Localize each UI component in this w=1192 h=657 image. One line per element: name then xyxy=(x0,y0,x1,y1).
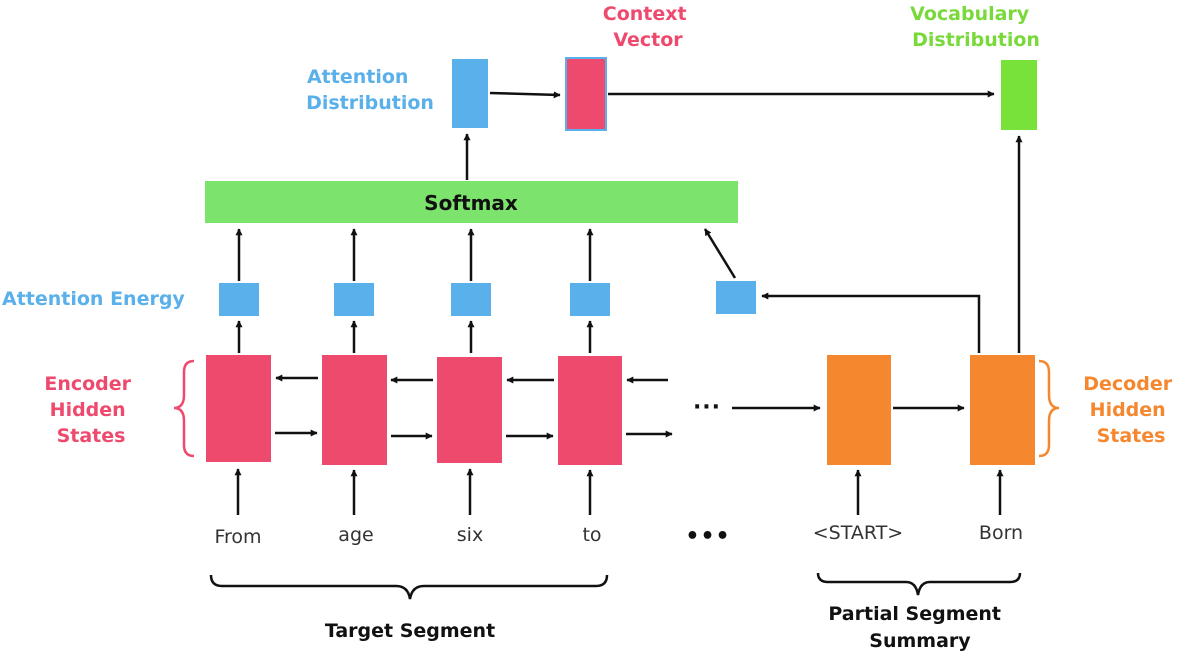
vocabulary-distribution-label: Vocabulary Distribution xyxy=(910,3,1040,51)
attention-energy-box-4 xyxy=(570,283,610,316)
middle-ellipsis: ··· xyxy=(693,395,721,420)
decoder-state-2 xyxy=(970,355,1035,465)
token-age: age xyxy=(338,524,373,546)
attention-energy-box-2 xyxy=(334,283,374,316)
attention-energy-box-1 xyxy=(219,283,259,316)
arrow-attention-to-context xyxy=(489,91,561,99)
token-to: to xyxy=(582,524,601,546)
encoder-state-4 xyxy=(558,356,622,465)
arrow-decoder-to-energy xyxy=(761,292,981,353)
softmax-bar xyxy=(205,181,738,223)
token-ellipsis: ••• xyxy=(685,524,730,549)
context-vector-box xyxy=(565,57,607,131)
encoder-state-1 xyxy=(206,355,271,462)
encoder-state-3 xyxy=(437,357,502,463)
encoder-brace xyxy=(173,359,195,458)
token-start: <START> xyxy=(813,522,903,544)
decoder-hidden-states-label: Decoder Hidden States xyxy=(1083,373,1178,447)
token-born: Born xyxy=(979,522,1023,544)
vocabulary-distribution-box xyxy=(1001,60,1037,130)
partial-segment-summary-label: Partial Segment Summary xyxy=(828,603,1007,652)
attention-distribution-label: Attention Distribution xyxy=(306,66,434,114)
softmax-label: Softmax xyxy=(424,191,518,215)
attention-energy-box-3 xyxy=(451,283,491,316)
token-six: six xyxy=(457,524,483,546)
encoder-state-2 xyxy=(322,355,387,465)
attention-distribution-box xyxy=(452,59,488,128)
partial-summary-brace xyxy=(816,572,1022,596)
attention-energy-box-decoder xyxy=(716,281,756,314)
target-segment-label: Target Segment xyxy=(325,620,495,642)
target-segment-brace xyxy=(209,574,609,600)
context-vector-label: Context Vector xyxy=(603,3,693,51)
arrow-energy-decoder-to-softmax xyxy=(703,228,737,279)
decoder-brace xyxy=(1038,359,1060,458)
encoder-hidden-states-label: Encoder Hidden States xyxy=(44,373,137,447)
attention-energy-label: Attention Energy xyxy=(2,288,185,310)
token-from: From xyxy=(214,526,261,548)
decoder-state-1 xyxy=(827,355,891,465)
